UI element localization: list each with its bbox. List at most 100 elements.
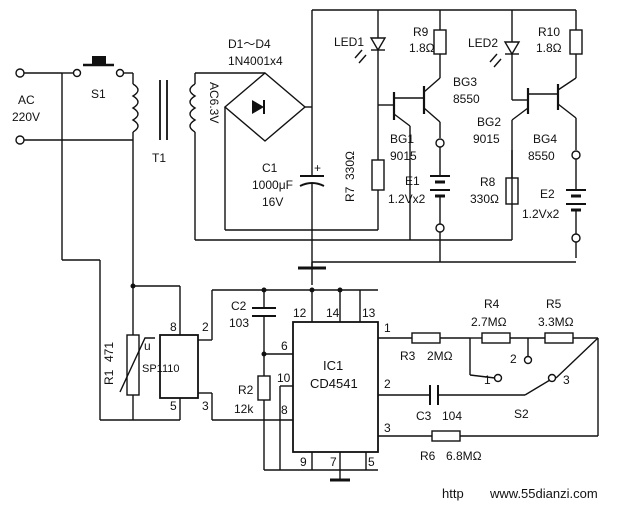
- r1-label: R1: [102, 369, 116, 385]
- s2-pos-3: 3: [563, 373, 570, 387]
- r1-u-label: u: [144, 339, 151, 353]
- resistor-r6: [431, 430, 461, 442]
- watermark-left: http: [442, 486, 464, 501]
- c3-label: C3: [416, 409, 432, 423]
- r3-value: 2MΩ: [427, 349, 453, 363]
- r8-value: 330Ω: [470, 192, 499, 206]
- r4-value: 2.7MΩ: [471, 315, 507, 329]
- r7-value: 330Ω: [343, 151, 357, 180]
- sp-pin-8: 8: [170, 320, 177, 334]
- bridge-rectifier: D1～D4 1N4001x4: [194, 37, 312, 240]
- e2-label: E2: [540, 187, 555, 201]
- c1-label: C1: [262, 161, 278, 175]
- ac-voltage-label: 220V: [12, 110, 40, 124]
- r2-value: 12k: [234, 402, 254, 416]
- sp1110-chip: [159, 334, 199, 399]
- led2: LED2: [468, 10, 521, 100]
- r9-value: 1.8Ω: [409, 41, 435, 55]
- ac-label: AC: [18, 93, 35, 107]
- r3-label: R3: [400, 349, 416, 363]
- r6-value: 6.8MΩ: [446, 449, 482, 463]
- transistor-bg1: BG1 9015: [378, 92, 424, 240]
- c1-voltage: 16V: [262, 195, 283, 209]
- ac-input: AC 220V: [12, 68, 133, 145]
- sp1110-label: SP1110: [142, 363, 180, 375]
- resistor-r2: R2 12k: [234, 351, 293, 470]
- transistor-bg4: BG4 8550: [528, 77, 577, 163]
- bg3-label: BG3: [453, 75, 477, 89]
- r9-label: R9: [413, 25, 429, 39]
- ic-pin-13: 13: [362, 306, 376, 320]
- ic-pin-2: 2: [384, 377, 391, 391]
- resistor-r9: R9 1.8Ω: [409, 10, 447, 78]
- ic-pin-12: 12: [293, 306, 307, 320]
- resistor-r4: [481, 332, 511, 344]
- r10-value: 1.8Ω: [536, 41, 562, 55]
- capacitor-c2: C2 103: [212, 287, 378, 354]
- resistor-r7: R7 330Ω: [343, 105, 385, 230]
- e1-value: 1.2Vx2: [388, 192, 426, 206]
- resistor-r10: R10 1.8Ω: [536, 10, 583, 78]
- r7-label: R7: [343, 186, 357, 202]
- switch-s1: S1: [61, 56, 133, 260]
- ic-pin-6: 6: [281, 339, 288, 353]
- d-label: D1～D4: [228, 37, 271, 51]
- t1-voltage-label: AC6.3V: [207, 82, 221, 123]
- ic1-value: CD4541: [310, 376, 358, 391]
- ic-pin-5: 5: [368, 455, 375, 469]
- r5-label: R5: [546, 297, 562, 311]
- transistor-bg3: BG3 8550: [422, 75, 480, 138]
- r10-label: R10: [538, 25, 560, 39]
- ic-pin-10: 10: [277, 371, 291, 385]
- t1-label: T1: [152, 151, 166, 165]
- ic-pin-14: 14: [326, 306, 340, 320]
- r5-value: 3.3MΩ: [538, 315, 574, 329]
- c2-value: 103: [229, 316, 249, 330]
- bg4-value: 8550: [528, 149, 555, 163]
- timing-network: R3 2MΩ R4 2.7MΩ R5 3.3MΩ C3 104 1 2 3 S2: [378, 297, 599, 463]
- transistor-bg2: BG2 9015: [473, 88, 558, 240]
- watermark-right: www.55dianzi.com: [489, 486, 598, 501]
- battery-e2: E2 1.2Vx2: [522, 150, 586, 258]
- r6-label: R6: [420, 449, 436, 463]
- sp-pin-3: 3: [202, 399, 209, 413]
- ic1-label: IC1: [323, 358, 343, 373]
- s2-pos-2: 2: [510, 352, 517, 366]
- ic-pin-8: 8: [281, 403, 288, 417]
- battery-e1: E1 1.2Vx2: [388, 138, 450, 262]
- s2-pos-1: 1: [484, 373, 491, 387]
- ic-pin-1: 1: [384, 321, 391, 335]
- ic-pin-3: 3: [384, 421, 391, 435]
- sp-pin-5: 5: [170, 399, 177, 413]
- ic-pin-9: 9: [300, 455, 307, 469]
- resistor-r5: [544, 332, 574, 344]
- control-wires: [132, 140, 576, 286]
- bg2-value: 9015: [473, 132, 500, 146]
- r1-value: 471: [102, 342, 116, 362]
- transformer-t1: T1 AC6.3V: [131, 73, 221, 165]
- d-part-label: 1N4001x4: [228, 54, 283, 68]
- s1-label: S1: [91, 87, 106, 101]
- e1-label: E1: [405, 174, 420, 188]
- c2-label: C2: [231, 299, 247, 313]
- bg1-value: 9015: [390, 149, 417, 163]
- capacitor-c1: + C1 1000μF 16V: [252, 10, 326, 285]
- ic-pin-7: 7: [330, 455, 337, 469]
- resistor-r8: R8 330Ω: [470, 150, 519, 206]
- bg4-label: BG4: [533, 132, 557, 146]
- led1-label: LED1: [334, 35, 364, 49]
- sp1110-section: R1 471 u SP1110 8 2 5 3: [62, 259, 293, 421]
- r8-label: R8: [480, 175, 496, 189]
- sp-pin-2: 2: [202, 320, 209, 334]
- c3-value: 104: [442, 409, 462, 423]
- ic1-cd4541: IC1 CD4541 12 14 13 6 10 8 9 7 5 1 2 3: [264, 287, 391, 482]
- e2-value: 1.2Vx2: [522, 207, 560, 221]
- bg2-label: BG2: [477, 115, 501, 129]
- bg3-value: 8550: [453, 92, 480, 106]
- led2-label: LED2: [468, 36, 498, 50]
- bg1-label: BG1: [390, 132, 414, 146]
- c1-value: 1000μF: [252, 178, 293, 192]
- r4-label: R4: [484, 297, 500, 311]
- resistor-r3: [411, 332, 441, 344]
